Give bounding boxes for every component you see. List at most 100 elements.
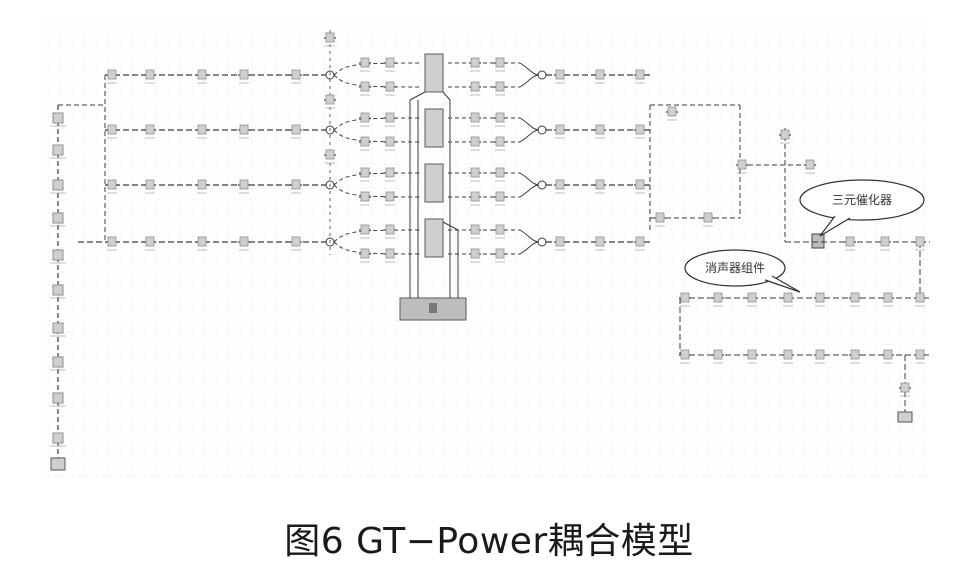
intake-component: [290, 69, 302, 84]
exhaust-valve: [469, 136, 481, 151]
engine-cylinders: [399, 53, 467, 321]
exhaust-runner: [494, 112, 506, 127]
exhaust-component: [914, 236, 926, 251]
intake-chain-component: [50, 249, 66, 264]
exhaust-pipe-component: [554, 236, 566, 251]
junction-component: [736, 159, 748, 174]
cylinder-4: [424, 218, 444, 258]
exhaust-pipe-component: [554, 69, 566, 84]
exhaust-valve: [469, 248, 481, 263]
intake-valve: [384, 136, 396, 151]
intake-component: [106, 236, 118, 251]
tailpipe-component: [746, 349, 758, 364]
intake-component: [238, 179, 250, 194]
exhaust-valve: [469, 167, 481, 182]
exhaust-valve: [469, 112, 481, 127]
engine-block-icon: [429, 303, 437, 313]
intake-runner: [359, 191, 371, 206]
exhaust-valve: [469, 191, 481, 206]
exhaust-pipe-component: [594, 69, 606, 84]
intake-component: [144, 124, 156, 139]
cylinder-3: [424, 163, 444, 203]
intake-component: [196, 124, 208, 139]
exhaust-runner: [494, 136, 506, 151]
intake-component: [196, 69, 208, 84]
intake-chain-component: [50, 284, 66, 299]
intake-component: [290, 124, 302, 139]
exhaust-pipe-component: [634, 124, 646, 139]
muffler-component: [882, 292, 894, 307]
intake-component: [106, 124, 118, 139]
intake-runner: [359, 224, 371, 239]
ambient-inlet: [50, 457, 66, 471]
intake-component: [290, 236, 302, 251]
intake-valve: [384, 224, 396, 239]
muffler-component: [679, 292, 691, 307]
exhaust-pipe-component: [594, 124, 606, 139]
exhaust-pipe-component: [634, 179, 646, 194]
exhaust-component: [879, 236, 891, 251]
intake-valve: [384, 57, 396, 72]
plenum-node: [324, 149, 336, 164]
tailpipe-component: [679, 349, 691, 364]
intake-component: [106, 179, 118, 194]
exhaust-runner: [494, 57, 506, 72]
intake-component: [290, 179, 302, 194]
intake-component: [238, 124, 250, 139]
exhaust-component: [844, 236, 856, 251]
muffler-label: 消声器组件: [705, 261, 765, 275]
exhaust-pipe-component: [634, 236, 646, 251]
muffler-component: [782, 292, 794, 307]
intake-component: [144, 179, 156, 194]
intake-runner: [359, 136, 371, 151]
intake-valve: [384, 112, 396, 127]
muffler-component: [814, 292, 826, 307]
intake-component: [238, 236, 250, 251]
intake-component: [144, 236, 156, 251]
cylinder-rows: [58, 30, 650, 263]
left-intake-chain: [50, 105, 66, 471]
intake-runner: [359, 112, 371, 127]
plenum-node: [324, 94, 336, 109]
cylinder-1: [424, 53, 444, 93]
muffler-component: [849, 292, 861, 307]
cylinder-2: [424, 108, 444, 148]
intake-chain-component: [50, 179, 66, 194]
intake-component: [238, 69, 250, 84]
exhaust-runner: [494, 81, 506, 96]
exhaust-pipe-component: [554, 124, 566, 139]
sensor-component: [779, 129, 791, 144]
intake-chain-component: [50, 112, 66, 127]
figure-caption: 图6 GT−Power耦合模型: [284, 521, 694, 562]
exhaust-valve: [469, 57, 481, 72]
tailpipe-component: [849, 349, 861, 364]
intake-valve: [384, 248, 396, 263]
intake-valve: [384, 167, 396, 182]
intake-chain-component: [50, 356, 66, 371]
background-grid: [47, 19, 932, 478]
exhaust-outlet: [897, 411, 913, 423]
intake-chain-component: [50, 144, 66, 159]
intake-runner: [359, 167, 371, 182]
intake-component: [196, 236, 208, 251]
throttle-component: [324, 32, 336, 47]
exhaust-collector: [649, 104, 825, 249]
catalyst-unit: [811, 233, 825, 249]
catalyst-label: 三元催化器: [832, 193, 892, 207]
intake-valve: [384, 81, 396, 96]
tailpipe-end: [899, 382, 911, 397]
intake-component: [144, 69, 156, 84]
exhaust-rows: [679, 236, 930, 423]
catalyst-callout: 三元催化器: [799, 179, 925, 237]
exhaust-pipe-component: [634, 69, 646, 84]
intake-runner: [359, 248, 371, 263]
exhaust-valve: [469, 224, 481, 239]
intake-valve: [384, 191, 396, 206]
tailpipe-component: [882, 349, 894, 364]
collector-component: [702, 212, 714, 227]
intake-component: [196, 179, 208, 194]
tailpipe-component: [782, 349, 794, 364]
muffler-component: [712, 292, 724, 307]
